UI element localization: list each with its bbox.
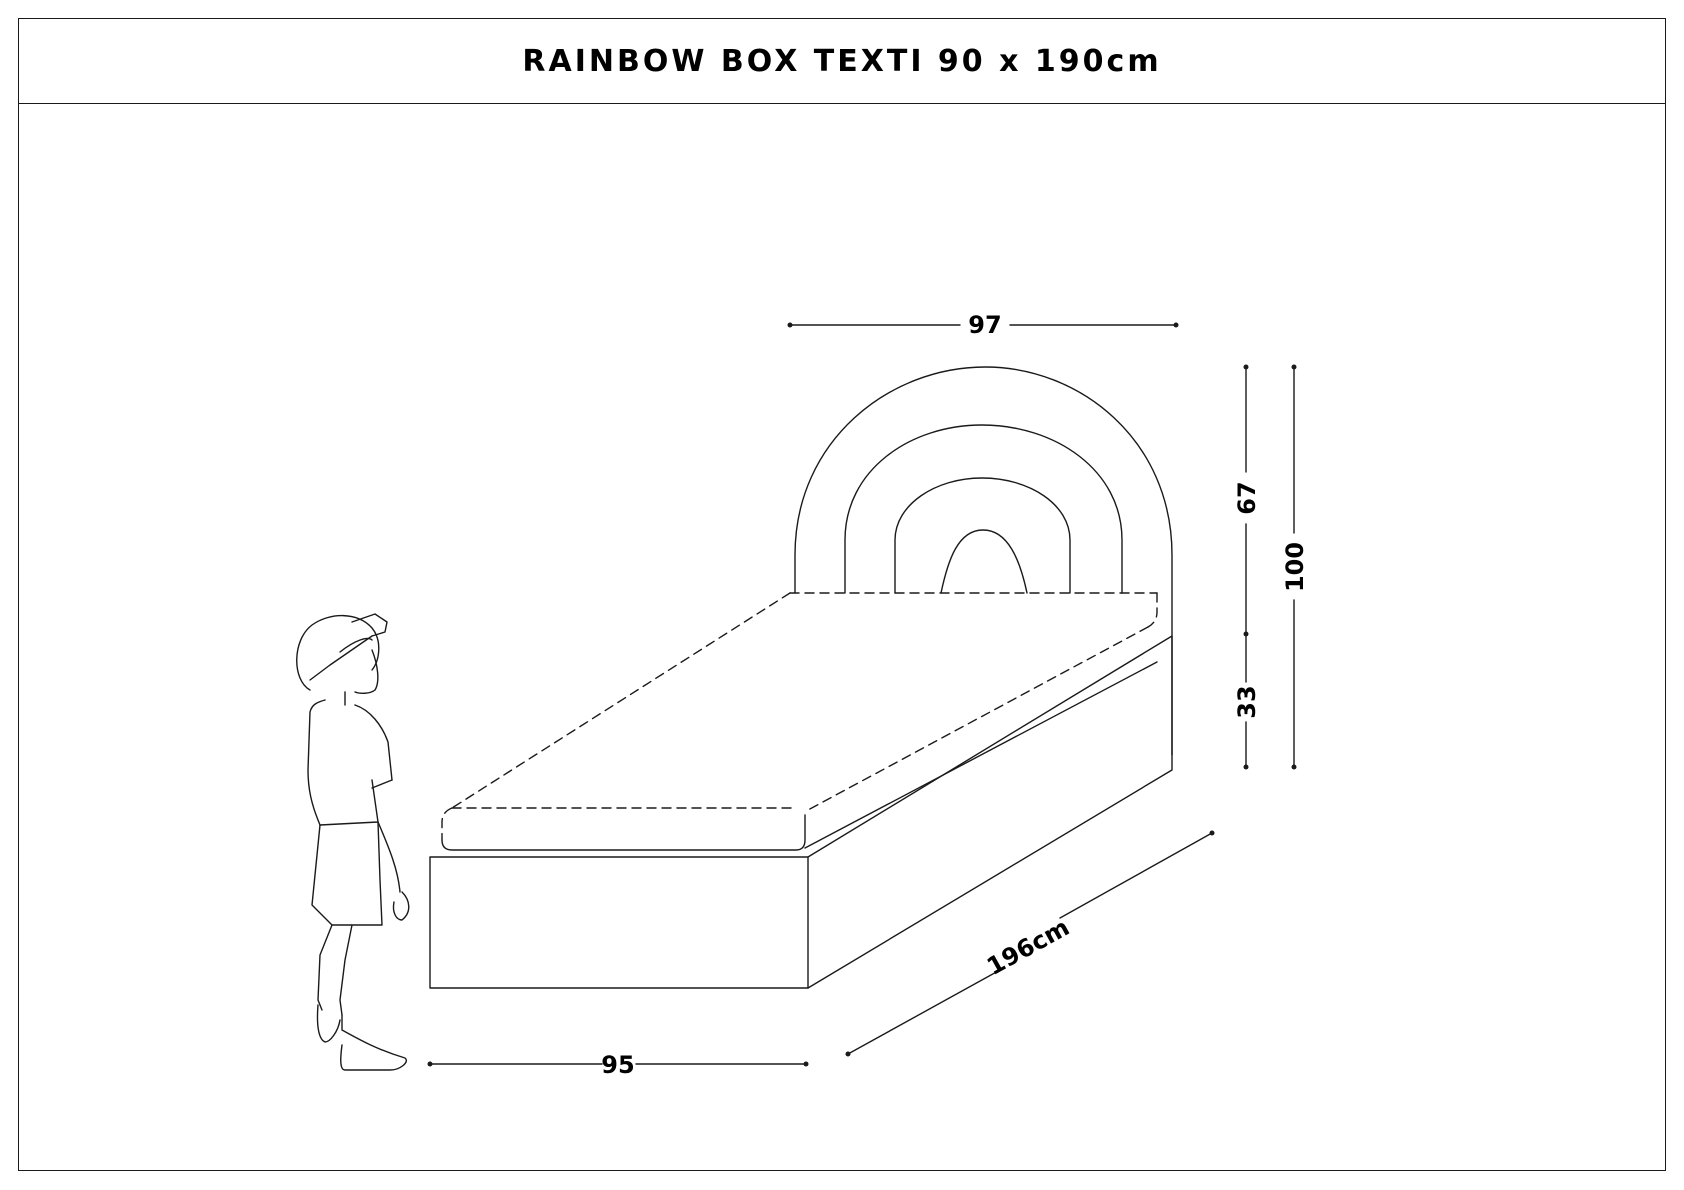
mattress-outline (441, 592, 1158, 841)
dim-196-right-line (1059, 832, 1213, 919)
mattress-front (441, 814, 806, 851)
dimension-lines (429, 324, 1295, 1065)
dimension-endpoints (427, 322, 1297, 1067)
headboard-outer-arc (794, 366, 1173, 756)
dim-front-width-label: 95 (601, 1051, 634, 1079)
headboard-arc-inner (940, 529, 1028, 594)
bed-base-front (429, 856, 809, 989)
dim-headboard-width-label: 97 (968, 311, 1001, 339)
mattress-side-bottom (804, 661, 1158, 849)
dim-headboard-height-label: 67 (1233, 481, 1261, 514)
child-figure (296, 613, 410, 1071)
dim-196-left-line (847, 969, 1001, 1055)
page-title: RAINBOW BOX TEXTI 90 x 190cm (522, 43, 1162, 79)
drawing-frame: RAINBOW BOX TEXTI 90 x 190cm (18, 18, 1666, 1171)
title-bar: RAINBOW BOX TEXTI 90 x 190cm (19, 19, 1665, 104)
dim-length-label: 196cm (982, 913, 1074, 981)
bed-base-side (807, 635, 1173, 989)
dim-total-height-label: 100 (1281, 542, 1309, 592)
dim-base-height-label: 33 (1233, 685, 1261, 718)
headboard-arc-2 (844, 424, 1123, 594)
headboard-arc-3 (894, 477, 1071, 594)
